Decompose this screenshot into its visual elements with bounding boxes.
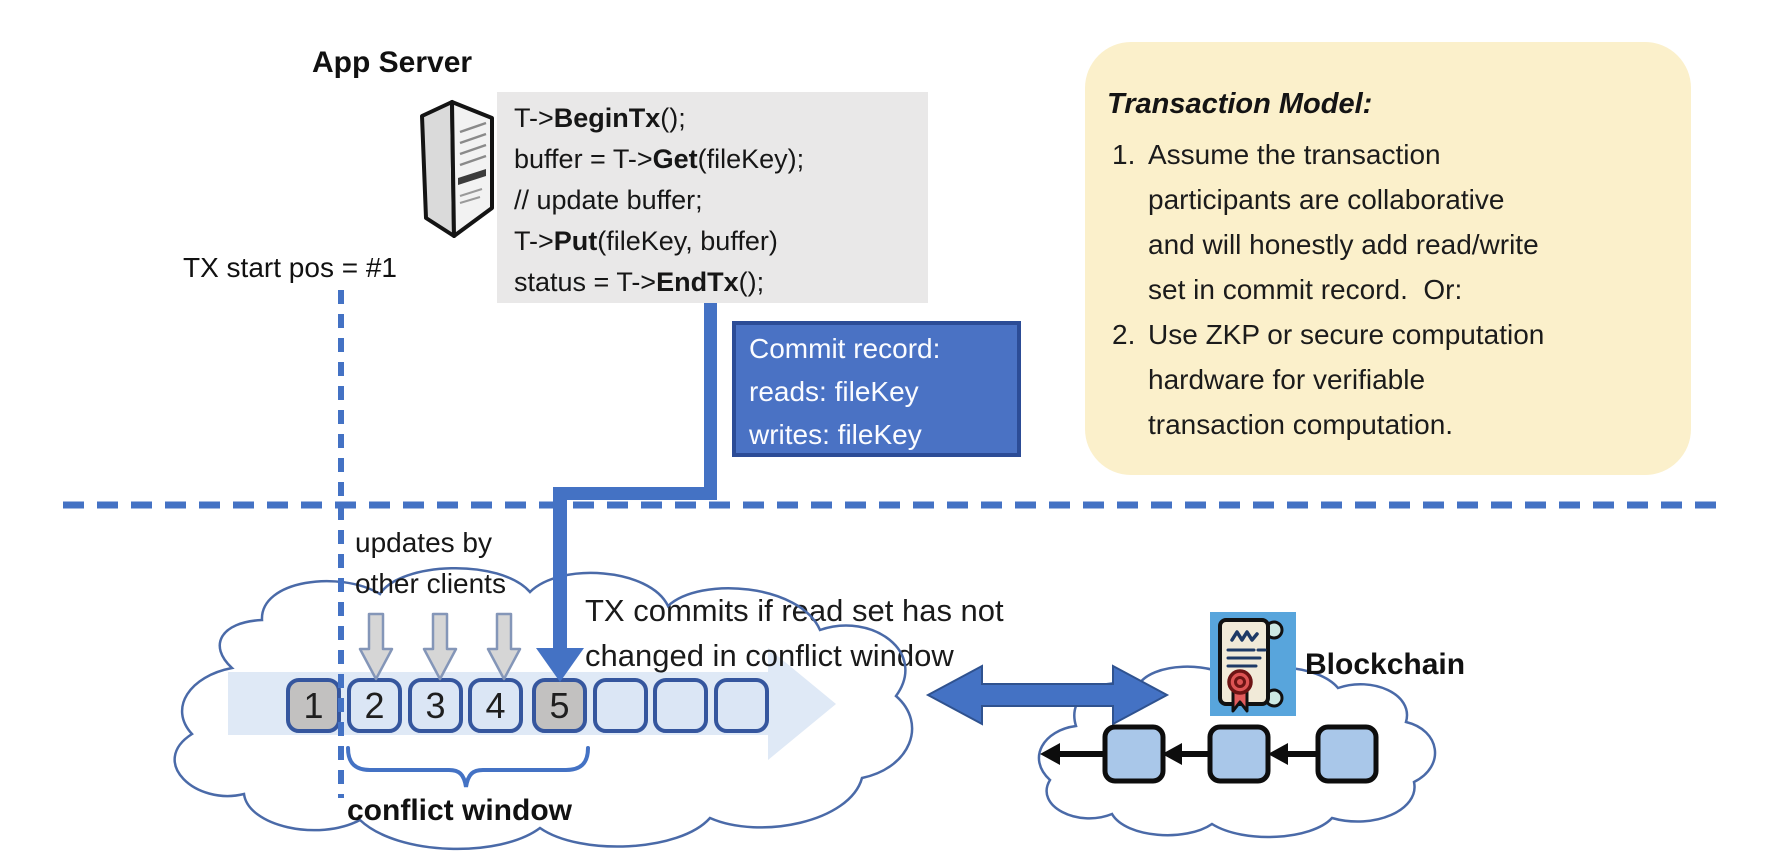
slot-number: 4 bbox=[485, 685, 506, 726]
code-line: // update buffer; bbox=[514, 185, 703, 215]
commit-record-line: reads: fileKey bbox=[749, 376, 919, 407]
slot-number: 2 bbox=[364, 685, 385, 726]
code-line: status = T->EndTx(); bbox=[514, 267, 765, 297]
chain-link-arrow-icon bbox=[1040, 743, 1322, 765]
commit-record-line: Commit record: bbox=[749, 333, 941, 364]
tx-commits-note: TX commits if read set has not changed i… bbox=[585, 588, 1004, 678]
code-line: buffer = T->Get(fileKey); bbox=[514, 144, 805, 174]
server-icon bbox=[420, 100, 494, 238]
timeline-slot bbox=[714, 678, 769, 733]
timeline-slot: 1 bbox=[286, 678, 341, 733]
timeline-slot bbox=[593, 678, 648, 733]
conflict-window-label: conflict window bbox=[347, 794, 572, 827]
blockchain-block bbox=[1102, 724, 1379, 784]
timeline-slot: 3 bbox=[408, 678, 463, 733]
slot-number: 3 bbox=[425, 685, 446, 726]
transaction-model-panel: Transaction Model: 1. Assume the transac… bbox=[1085, 42, 1691, 475]
timeline-slot: 5 bbox=[532, 678, 587, 733]
slot-number: 1 bbox=[303, 685, 324, 726]
update-arrow-icon bbox=[358, 612, 522, 681]
code-line: T->BeginTx(); bbox=[514, 103, 686, 133]
code-block: T->BeginTx(); buffer = T->Get(fileKey); … bbox=[497, 92, 928, 303]
app-server-label: App Server bbox=[312, 46, 473, 79]
timeline-slot: 4 bbox=[468, 678, 523, 733]
updates-by-other-clients-label: updates by other clients bbox=[355, 527, 506, 599]
transaction-model-list: 1. Assume the transaction participants a… bbox=[1112, 132, 1544, 447]
transaction-model-title: Transaction Model: bbox=[1107, 88, 1373, 120]
timeline-slot bbox=[653, 678, 708, 733]
tx-start-pos-label: TX start pos = #1 bbox=[183, 252, 397, 283]
code-line: T->Put(fileKey, buffer) bbox=[514, 226, 778, 256]
commit-record-line: writes: fileKey bbox=[749, 419, 922, 450]
blockchain-label: Blockchain bbox=[1305, 648, 1466, 681]
tx-commits-note-line: changed in conflict window bbox=[585, 638, 954, 673]
timeline-slot: 2 bbox=[347, 678, 402, 733]
commit-record-callout: Commit record: reads: fileKey writes: fi… bbox=[732, 321, 1021, 457]
certificate-icon bbox=[1210, 612, 1296, 716]
transaction-model-item: 2. Use ZKP or secure computation hardwar… bbox=[1112, 312, 1544, 447]
list-number: 1. bbox=[1112, 139, 1136, 170]
slot-number: 5 bbox=[549, 685, 570, 726]
conflict-window-brace bbox=[346, 746, 590, 788]
tx-commits-note-line: TX commits if read set has not bbox=[585, 593, 1004, 628]
transaction-model-item: 1. Assume the transaction participants a… bbox=[1112, 132, 1544, 312]
list-number: 2. bbox=[1112, 319, 1136, 350]
